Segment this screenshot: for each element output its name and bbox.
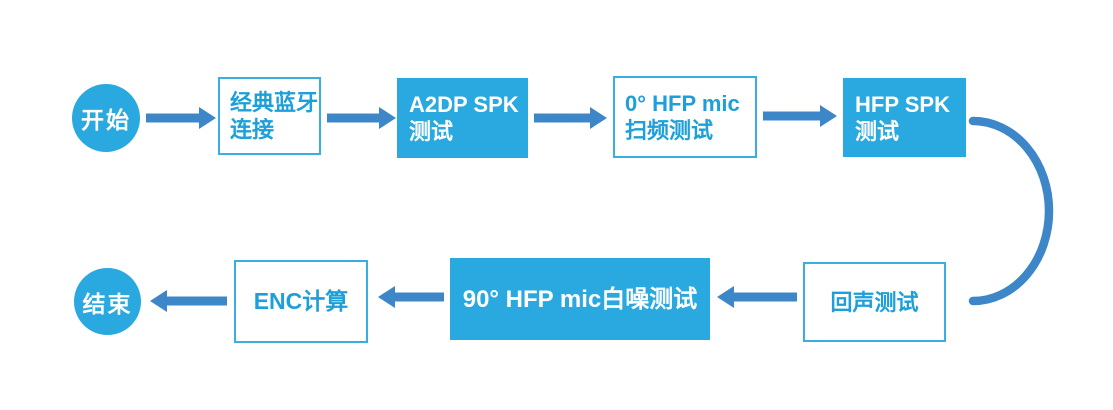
- node-hfp-mic-0-sweep-test-line1: 0° HFP mic: [625, 91, 740, 116]
- arrow-enc-to-end: [150, 290, 227, 312]
- node-enc-calculation-label: ENC计算: [253, 288, 349, 314]
- node-hfp-mic-0-sweep-test: 0° HFP mic 扫频测试: [613, 76, 757, 158]
- arrow-hfp-mic-0-to-hfp-spk: [763, 105, 837, 127]
- end-terminal-label: 结束: [82, 290, 133, 317]
- node-classic-bt-connect-line2: 连接: [230, 117, 275, 142]
- start-terminal: 开始: [72, 84, 140, 152]
- arrow-start-to-classic-bt: [146, 107, 216, 129]
- arrow-hfp-mic-90-to-enc: [378, 286, 444, 308]
- arrow-classic-bt-to-a2dp: [327, 107, 396, 129]
- curved-connector-hfp-spk-to-echo: [968, 116, 1054, 306]
- node-hfp-spk-test: HFP SPK 测试: [843, 78, 966, 157]
- arrow-echo-to-hfp-mic-90: [717, 286, 797, 308]
- node-a2dp-spk-test-line2: 测试: [409, 119, 454, 144]
- node-a2dp-spk-test-line1: A2DP SPK: [409, 92, 519, 117]
- node-hfp-mic-90-white-noise-test-label: 90° HFP mic白噪测试: [462, 285, 698, 313]
- node-hfp-mic-90-white-noise-test: 90° HFP mic白噪测试: [450, 258, 710, 340]
- node-hfp-mic-0-sweep-test-line2: 扫频测试: [625, 118, 714, 143]
- node-echo-test: 回声测试: [803, 262, 946, 342]
- node-enc-calculation: ENC计算: [234, 260, 368, 343]
- node-classic-bt-connect: 经典蓝牙 连接: [218, 77, 321, 155]
- node-a2dp-spk-test: A2DP SPK 测试: [397, 78, 528, 158]
- start-terminal-label: 开始: [81, 107, 131, 133]
- node-hfp-spk-test-line1: HFP SPK: [855, 91, 950, 117]
- end-terminal: 结束: [74, 268, 141, 335]
- node-echo-test-label: 回声测试: [830, 289, 919, 315]
- node-hfp-spk-test-line2: 测试: [855, 118, 900, 144]
- node-classic-bt-connect-line1: 经典蓝牙: [230, 90, 319, 115]
- arrow-a2dp-to-hfp-mic-0: [534, 107, 607, 129]
